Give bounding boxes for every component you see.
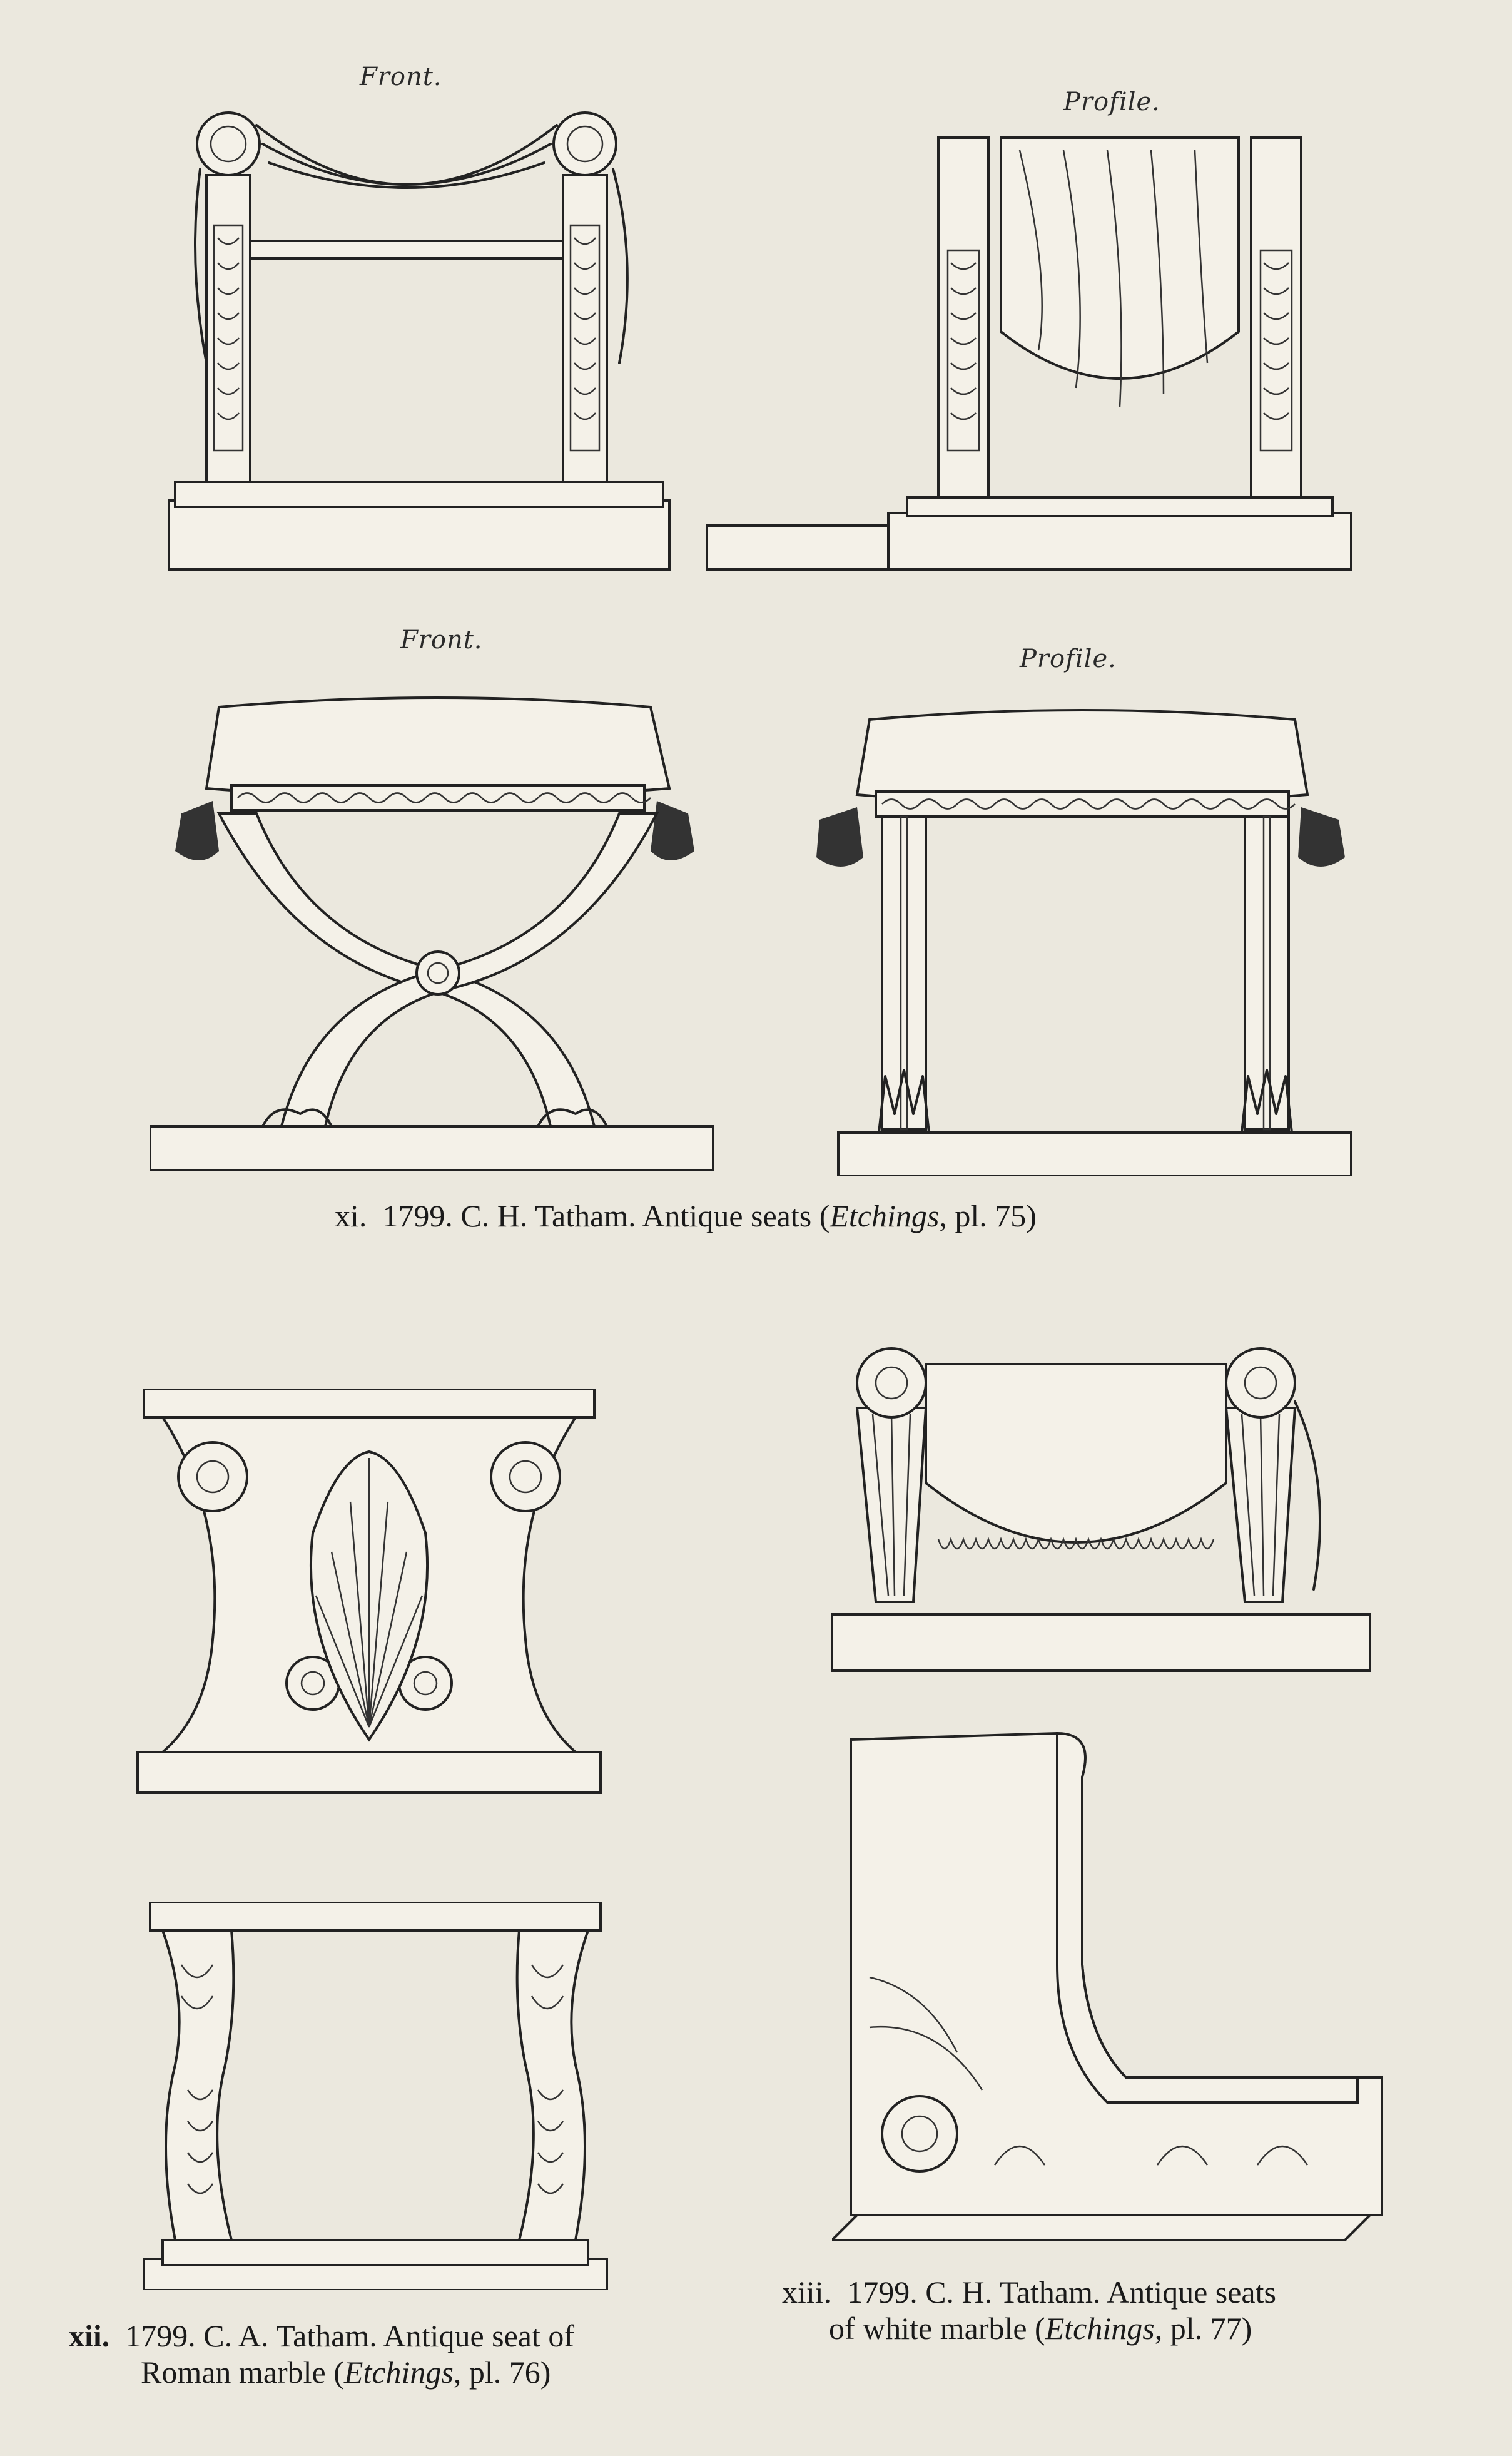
roman-marble-seat-profile-illustration	[138, 1902, 613, 2290]
label-profile-bottom: Profile.	[1020, 645, 1117, 673]
caption-line-1: xii. 1799. C. A. Tatham. Antique seat of	[69, 2318, 574, 2355]
caption-number: xiii.	[782, 2275, 832, 2310]
caption-line-2: Roman marble (Etchings, pl. 76)	[69, 2355, 574, 2391]
label-front-top: Front.	[360, 63, 442, 91]
caption-line-2: of white marble (Etchings, pl. 77)	[782, 2311, 1276, 2347]
caption-text-2: Roman marble (	[141, 2354, 344, 2390]
white-marble-curved-seat-illustration	[832, 1727, 1383, 2284]
seat-profile-drapery-illustration	[701, 125, 1364, 576]
caption-plate-xiii: xiii. 1799. C. H. Tatham. Antique seats …	[782, 2275, 1276, 2346]
caption-text: 1799. C. H. Tatham. Antique seats	[847, 2275, 1276, 2310]
caption-line-1: xiii. 1799. C. H. Tatham. Antique seats	[782, 2275, 1276, 2311]
label-front-bottom: Front.	[400, 626, 483, 655]
caption-source: Etchings	[1045, 2310, 1155, 2346]
roman-marble-seat-front-illustration	[125, 1389, 613, 1796]
stool-profile-illustration	[807, 701, 1357, 1176]
white-marble-drapery-seat-illustration	[813, 1327, 1376, 1677]
caption-number: xi.	[335, 1198, 367, 1233]
caption-source: Etchings	[830, 1198, 940, 1233]
caption-plate: , pl. 76)	[453, 2354, 551, 2390]
caption-plate-xii: xii. 1799. C. A. Tatham. Antique seat of…	[69, 2318, 574, 2390]
caption-text: 1799. C. H. Tatham. Antique seats	[382, 1198, 812, 1233]
caption-source: Etchings	[343, 2354, 454, 2390]
curule-stool-front-illustration	[150, 688, 726, 1176]
label-profile-top: Profile.	[1063, 88, 1160, 116]
caption-plate: , pl. 77)	[1154, 2310, 1252, 2346]
caption-plate: , pl. 75)	[939, 1198, 1037, 1233]
caption-plate-xi: xi. 1799. C. H. Tatham. Antique seats (E…	[335, 1198, 1037, 1233]
seat-front-drapery-illustration	[163, 100, 676, 576]
caption-number: xii.	[69, 2318, 110, 2353]
caption-text-2: of white marble (	[829, 2310, 1045, 2346]
caption-text: 1799. C. A. Tatham. Antique seat of	[125, 2318, 575, 2353]
